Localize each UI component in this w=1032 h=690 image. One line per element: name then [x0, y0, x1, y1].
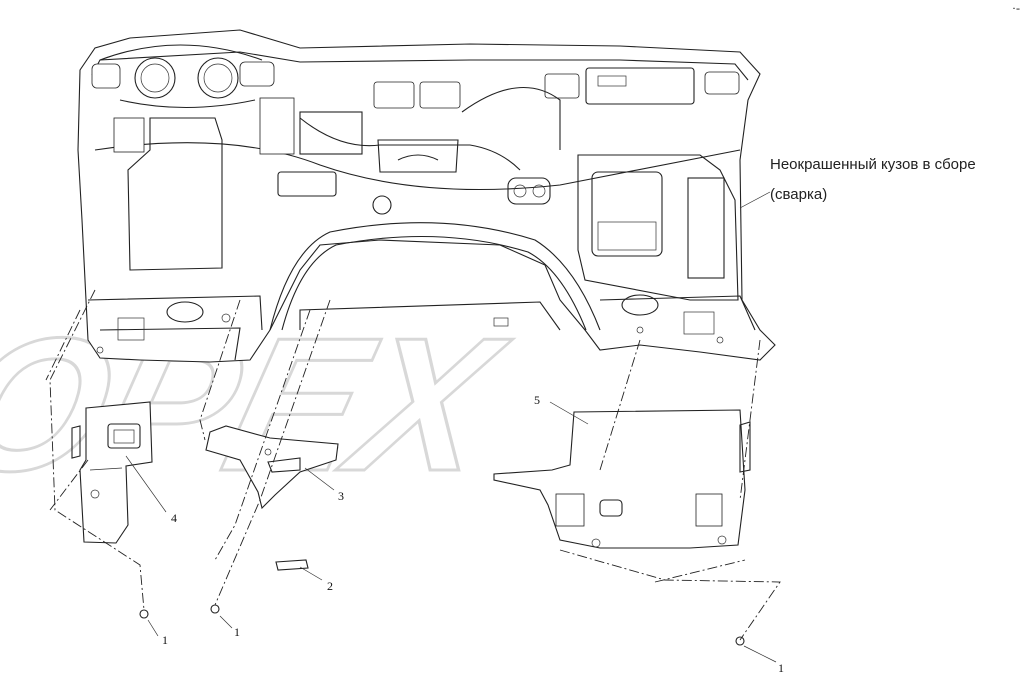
part-5-right-panel	[493, 409, 751, 549]
label-part-3: 3	[338, 489, 344, 503]
fastener-1b	[210, 604, 220, 614]
label-part-2: 2	[327, 579, 333, 593]
label-part-5: 5	[534, 393, 540, 407]
fastener-1a	[139, 609, 149, 619]
callout-line-2: (сварка)	[770, 186, 828, 203]
part-2-clip	[275, 559, 309, 571]
callout-line-1: Неокрашенный кузов в сборе	[770, 156, 976, 173]
corner-mark: ·-	[1012, 1, 1020, 15]
part-4-left-panel	[71, 401, 153, 544]
fastener-1c	[735, 636, 745, 646]
label-part-1b: 1	[234, 625, 240, 639]
assembly-lines	[45, 289, 781, 641]
label-part-1c: 1	[778, 661, 784, 675]
label-part-4: 4	[171, 511, 177, 525]
label-part-1a: 1	[162, 633, 168, 647]
dashboard-body-assembly	[77, 29, 776, 363]
leader-lines	[125, 191, 777, 663]
